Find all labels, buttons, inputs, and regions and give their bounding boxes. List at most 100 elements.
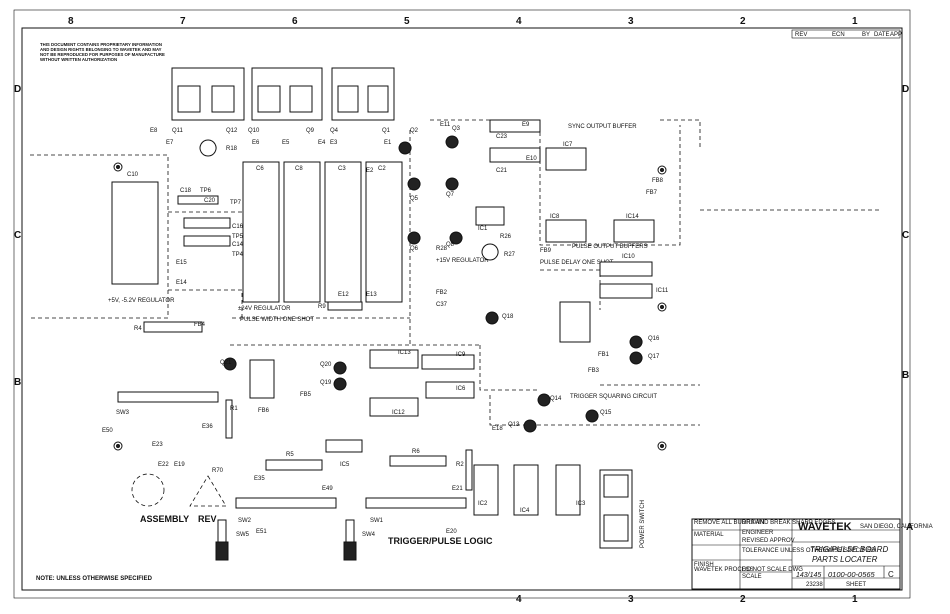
label-c10: C10 (127, 172, 139, 178)
label-r27: R27 (504, 252, 516, 258)
label-ic12: IC12 (392, 410, 405, 416)
label-ic9: IC9 (456, 352, 466, 358)
label-c8: C8 (295, 166, 303, 172)
e-labels: E8 E7 E6 E5 E4 E3 E2 E1 E11 E9 E10 E12 E… (102, 122, 537, 535)
label-q9: Q9 (306, 128, 315, 134)
label-e9: E9 (522, 122, 530, 128)
revised-label: REVISED APPROV (742, 538, 795, 544)
sheet-label: SHEET (846, 582, 866, 588)
label-q1: Q1 (382, 128, 391, 134)
label-e5: E5 (282, 140, 290, 146)
label-tp6: TP6 (200, 188, 212, 194)
label-q14: Q14 (550, 396, 562, 402)
label-c23: C23 (496, 134, 508, 140)
label-e4: E4 (318, 140, 326, 146)
zone-label-bottom: 2 (740, 594, 746, 605)
finish-label: FINISH (694, 562, 714, 568)
engineer-label: ENGINEER (742, 530, 774, 536)
label-r18: R18 (226, 146, 238, 152)
title-line-1: TRIG/PULSE BOARD (810, 545, 888, 554)
revision-block (791, 29, 901, 39)
section-24v-regulator: ±24V REGULATOR (238, 306, 291, 312)
section-15v-regulator: +15V REGULATOR (436, 258, 489, 264)
drawing-size: C (888, 570, 894, 579)
label-r2: R2 (456, 462, 464, 468)
label-q15: Q15 (600, 410, 612, 416)
large-capacitor-blocks (111, 161, 403, 303)
label-ic7: IC7 (563, 142, 573, 148)
scale-label: SCALE (742, 574, 762, 580)
zone-label-bottom: 1 (852, 594, 858, 605)
section-trigger-squaring: TRIGGER SQUARING CIRCUIT (570, 394, 657, 400)
label-sw1: SW1 (370, 518, 384, 524)
label-c37: C37 (436, 302, 448, 308)
assembly-marker (131, 473, 165, 507)
label-q7: Q7 (446, 192, 455, 198)
transistor-labels: Q3 Q2 Q5 Q6 Q7 Q8 Q13 Q14 Q15 Q16 Q17 Q1… (194, 126, 664, 428)
label-ic10: IC10 (622, 254, 635, 260)
ic-labels: IC7 IC8 IC14 IC10 IC11 IC13 IC9 IC6 IC12… (340, 134, 669, 514)
label-e7: E7 (166, 140, 174, 146)
misc-labels: R4 R5 R6 R2 R1 R9 R70 R27 R26 R28 R18 C1… (134, 146, 516, 474)
zone-label-left: B (14, 377, 21, 388)
label-e14: E14 (176, 280, 187, 286)
label-fb7: FB7 (646, 190, 658, 196)
remove-burrs-note: REMOVE ALL BURRS AND BREAK SHARP EDGES (694, 520, 835, 526)
label-tp7: TP7 (230, 200, 242, 206)
top-transistor-labels: Q11 Q12 Q10 Q9 Q4 Q1 (172, 128, 391, 134)
label-c2: C2 (378, 166, 386, 172)
bottom-zone-labels: 4 3 2 1 (516, 594, 858, 605)
material-label: MATERIAL (694, 532, 724, 538)
label-q2: Q2 (410, 128, 419, 134)
label-q8: Q8 (446, 242, 455, 248)
title-block (691, 518, 901, 590)
zone-label-bottom: 4 (516, 594, 522, 605)
transistor-heatsinks (171, 67, 395, 121)
zone-label-top: 3 (628, 16, 634, 27)
label-e23: E23 (152, 442, 163, 448)
title-line-2: PARTS LOCATER (812, 555, 878, 564)
label-e20: E20 (446, 529, 457, 535)
label-ic8: IC8 (550, 214, 560, 220)
label-q20: Q20 (320, 362, 332, 368)
label-r9: R9 (318, 304, 326, 310)
zone-label-right: C (902, 230, 909, 241)
label-r6: R6 (412, 449, 420, 455)
zone-label-left: D (14, 84, 21, 95)
rev-marker (189, 475, 227, 507)
label-ic3: IC3 (576, 501, 586, 507)
label-q6: Q6 (410, 246, 419, 252)
label-ic13: IC13 (398, 350, 411, 356)
label-e48: E49 (322, 486, 333, 492)
revision-headers: REV ECN BY DATE APP (795, 32, 902, 38)
zone-label-right: B (902, 370, 909, 381)
left-zone-labels: D C B (14, 84, 21, 388)
zone-label-right: A (906, 522, 913, 533)
rev-header: ECN (832, 32, 845, 38)
drawing-border (21, 27, 903, 591)
label-ic11: IC11 (656, 288, 669, 294)
label-fb8: FB8 (652, 178, 664, 184)
label-e1: E1 (384, 140, 392, 146)
zone-label-bottom: 3 (628, 594, 634, 605)
label-ic14: IC14 (626, 214, 639, 220)
label-tp5: TP5 (232, 234, 244, 240)
label-e13: E13 (366, 292, 377, 298)
label-e3: E3 (330, 140, 338, 146)
cage-code: 23238 (806, 582, 823, 588)
company-location: SAN DIEGO, CALIFORNIA (860, 524, 933, 530)
label-fb2: FB2 (436, 290, 448, 296)
label-e15: E15 (176, 260, 187, 266)
label-q12: Q12 (226, 128, 238, 134)
rev-header: BY (862, 32, 870, 38)
zone-label-right: D (902, 84, 909, 95)
label-e50: E51 (256, 529, 267, 535)
outer-frame (13, 9, 911, 599)
label-ic4: IC4 (520, 508, 530, 514)
label-ic2: IC2 (478, 501, 488, 507)
label-q21: Q21 (220, 360, 232, 366)
zone-label-left: C (14, 230, 21, 241)
label-r28: R28 (436, 246, 448, 252)
label-fb4: FB4 (194, 322, 206, 328)
